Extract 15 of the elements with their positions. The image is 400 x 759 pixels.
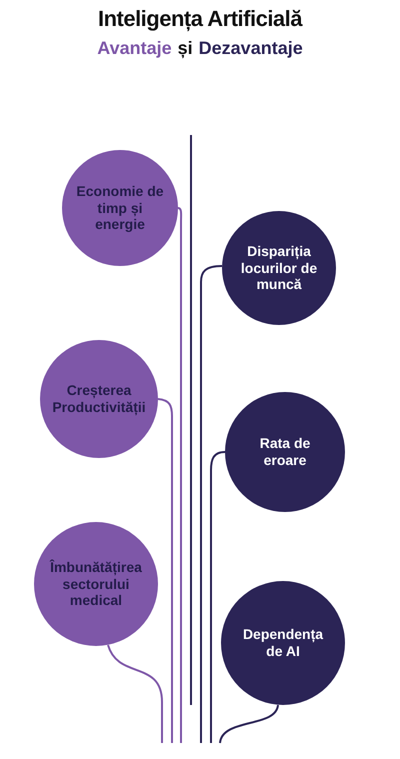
circle-text: Îmbunătățirea sectorului medical	[48, 558, 143, 610]
connector-line	[158, 398, 173, 743]
circle-text: Dispariția locurilor de muncă	[240, 242, 318, 294]
connector-line	[177, 207, 182, 743]
subtitle-word: Avantaje	[97, 38, 172, 59]
circle-text: Dependența de AI	[242, 626, 324, 660]
circle-text: Creșterea Productivității	[52, 382, 146, 416]
connector-line	[219, 704, 279, 744]
subtitle-word: Dezavantaje	[198, 38, 303, 59]
subtitle-word: și	[178, 38, 193, 59]
circle-text: Economie de timp și energie	[75, 182, 165, 234]
connector-line	[107, 644, 163, 743]
circle-text: Rata de eroare	[258, 435, 312, 469]
title: Inteligența Artificială	[96, 6, 304, 32]
connector-line	[200, 265, 222, 743]
